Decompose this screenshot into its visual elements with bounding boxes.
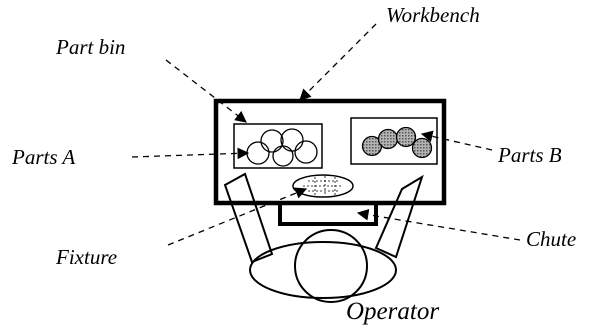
part-bin xyxy=(233,123,323,169)
part-b xyxy=(411,137,433,159)
operator-right-arm xyxy=(374,174,424,259)
part-b xyxy=(377,128,399,150)
label-fixture: Fixture xyxy=(55,245,117,269)
operator-head xyxy=(294,229,368,303)
part-bin-b xyxy=(350,117,438,165)
fixture xyxy=(292,174,354,198)
part-a xyxy=(272,145,294,167)
operator-shoulders xyxy=(249,241,397,299)
part-a xyxy=(246,141,270,165)
leader-workbench xyxy=(299,23,377,101)
operator-left-arm xyxy=(223,172,274,264)
label-operator: Operator xyxy=(346,298,439,325)
part-a xyxy=(294,140,318,164)
label-parts-a: Parts A xyxy=(11,145,75,169)
leader-part-bin xyxy=(165,59,247,123)
chute xyxy=(278,201,378,226)
leader-chute xyxy=(356,208,521,241)
part-b xyxy=(395,126,417,148)
leader-parts-a xyxy=(131,147,250,160)
part-a xyxy=(280,128,304,152)
parts-b-group xyxy=(361,126,433,159)
label-parts-b: Parts B xyxy=(497,143,562,167)
label-workbench: Workbench xyxy=(386,3,480,27)
parts-a-group xyxy=(246,128,318,167)
leader-fixture xyxy=(167,187,308,246)
part-a xyxy=(260,129,284,153)
leader-parts-b xyxy=(420,130,493,151)
label-chute: Chute xyxy=(526,227,576,251)
label-part-bin: Part bin xyxy=(55,35,125,59)
